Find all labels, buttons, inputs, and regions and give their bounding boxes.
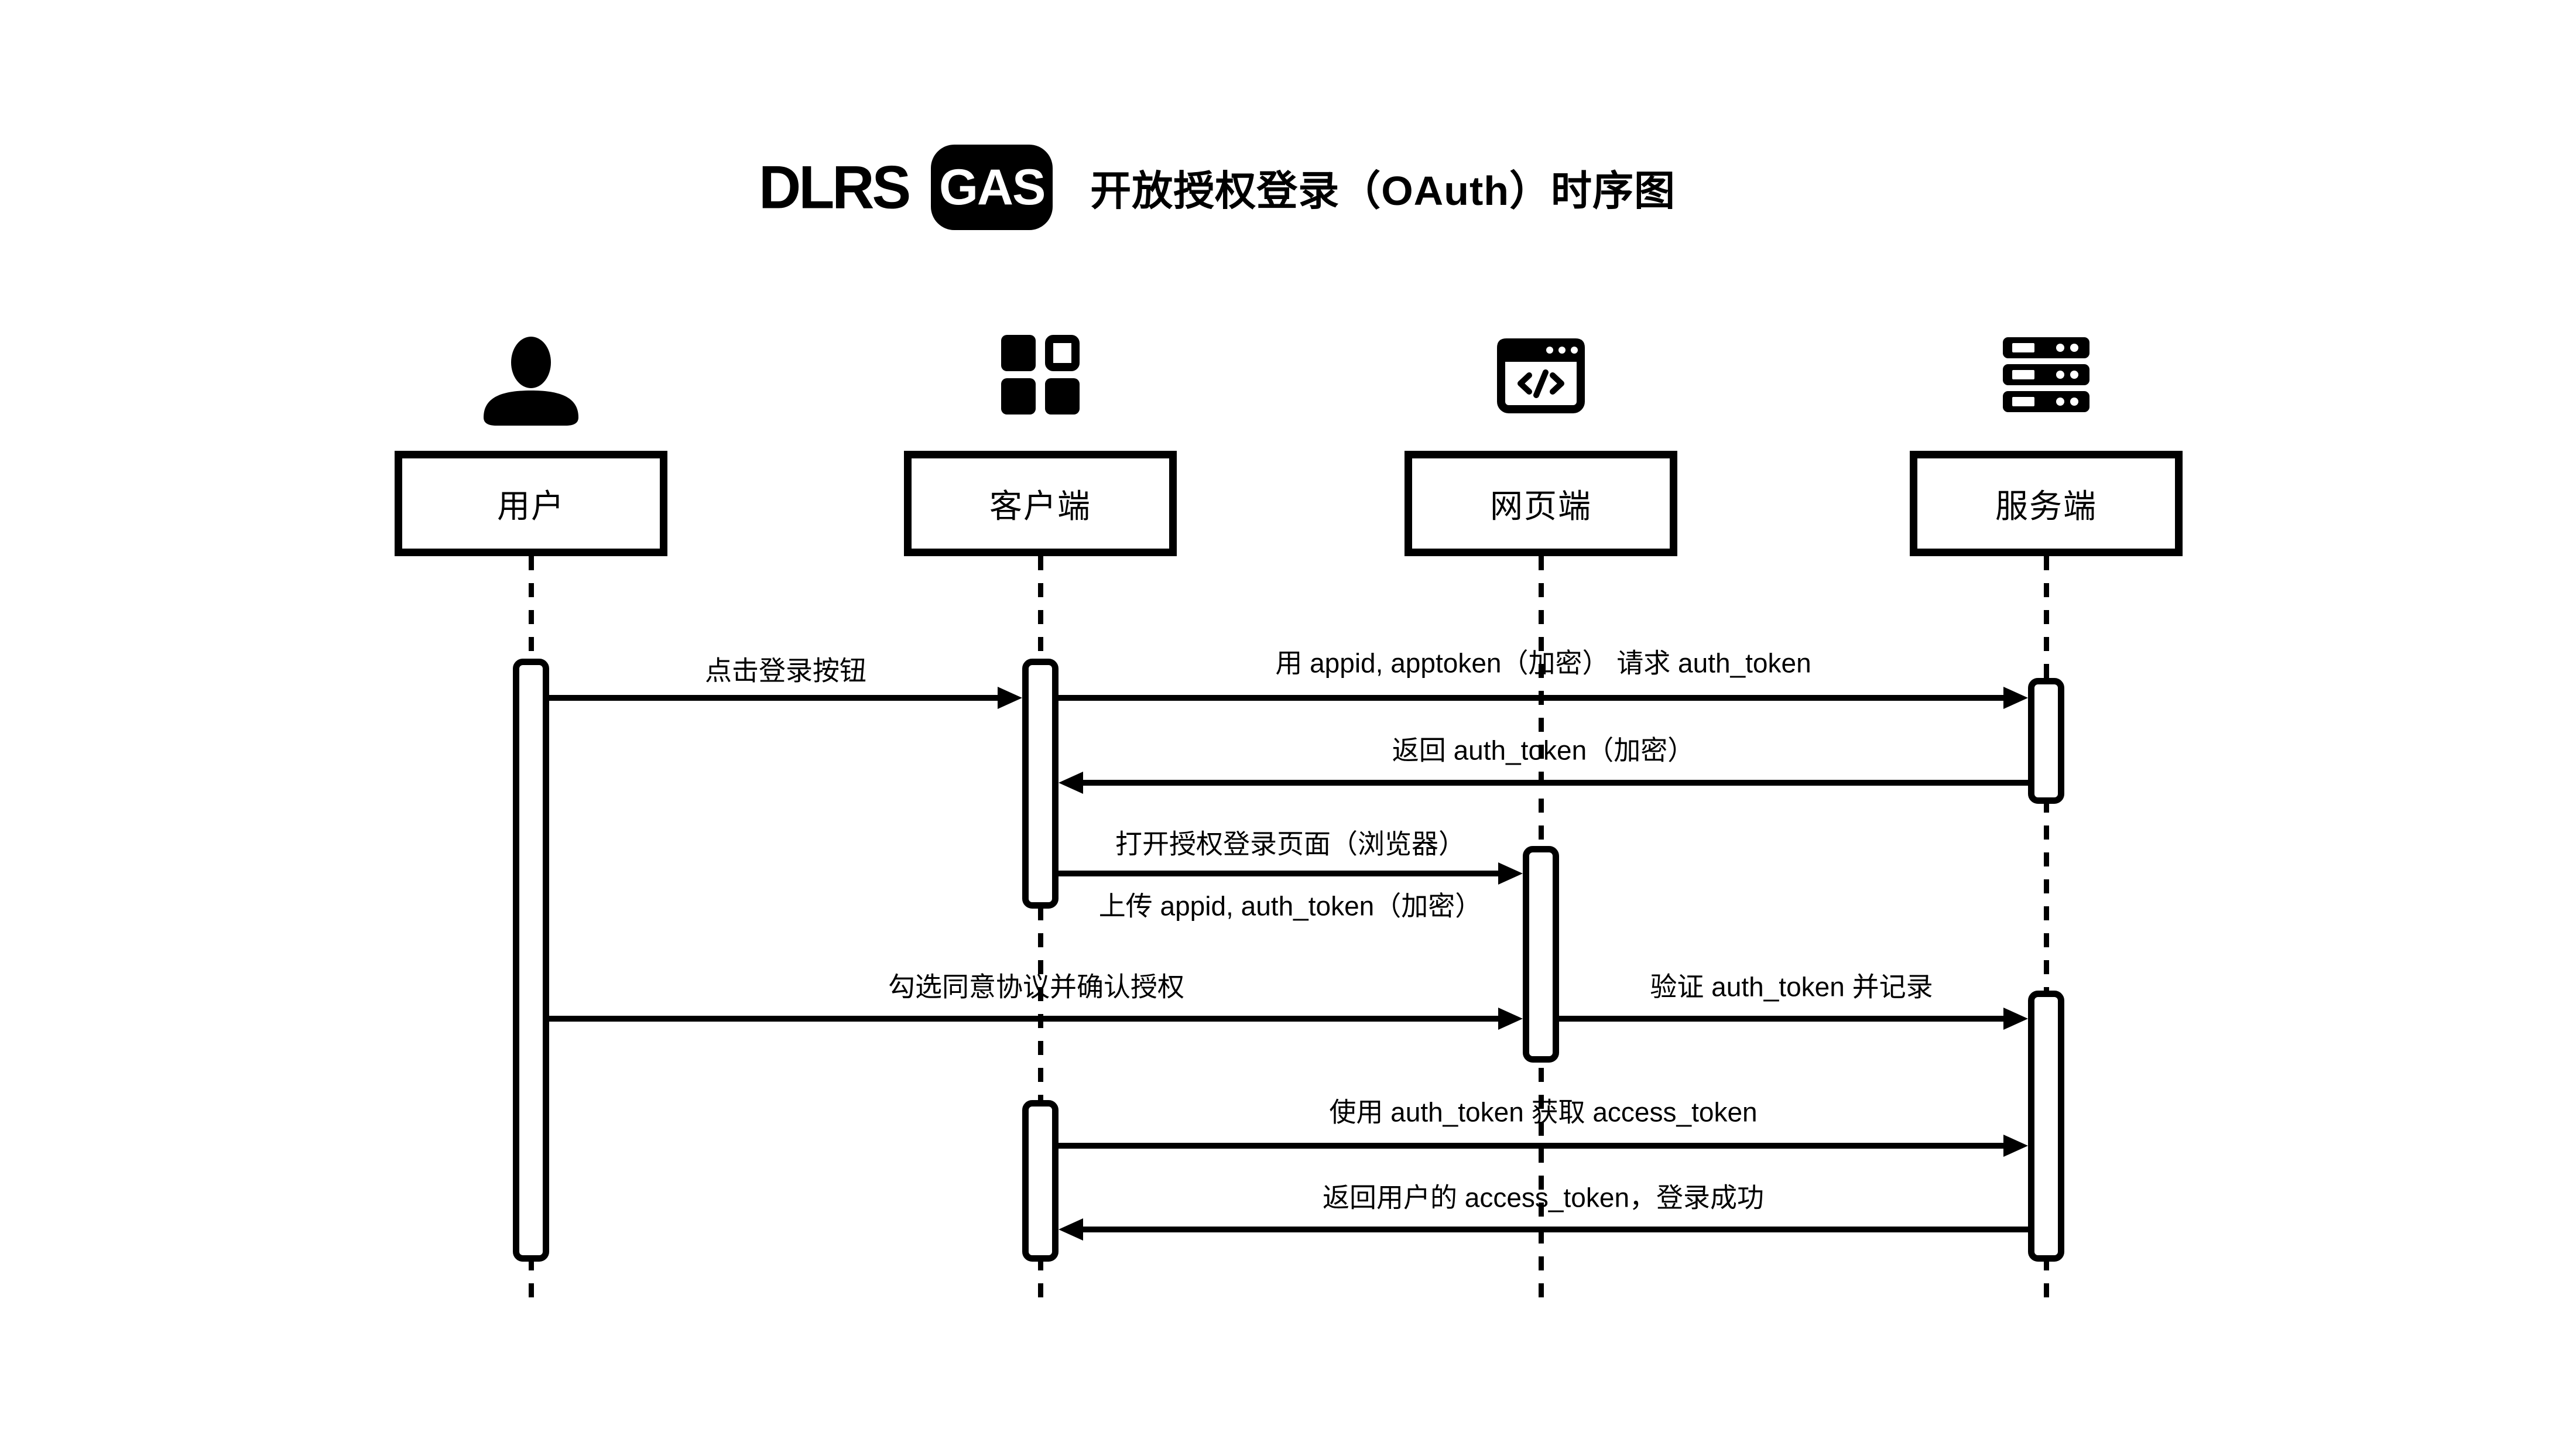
message-label: 验证 auth_token 并记录 xyxy=(1650,971,1933,1002)
page-title: 开放授权登录（OAuth）时序图 xyxy=(1090,167,1676,214)
server-rack-icon xyxy=(2003,337,2089,412)
message-label: 点击登录按钮 xyxy=(705,655,866,686)
actor-label: 用户 xyxy=(497,487,565,525)
message-label: 使用 auth_token 获取 access_token xyxy=(1329,1097,1758,1128)
activation-client-1 xyxy=(1022,659,1059,909)
activation-server-1 xyxy=(2028,678,2064,804)
activation-client-2 xyxy=(1022,1100,1059,1262)
arrowhead-right-icon xyxy=(2003,1135,2028,1157)
message-line xyxy=(1059,695,2007,701)
message-label: 打开授权登录页面（浏览器） xyxy=(1115,828,1465,859)
arrowhead-right-icon xyxy=(1498,1008,1523,1030)
message-line xyxy=(549,695,1001,701)
arrowhead-left-icon xyxy=(1059,1218,1083,1241)
message-label: 返回用户的 access_token，登录成功 xyxy=(1322,1182,1765,1213)
person-icon xyxy=(484,337,578,426)
actor-label: 服务端 xyxy=(1995,487,2097,525)
message-label: 勾选同意协议并确认授权 xyxy=(888,971,1184,1002)
arrowhead-right-icon xyxy=(2003,1008,2028,1030)
activation-server-2 xyxy=(2028,991,2064,1262)
activation-user xyxy=(513,659,549,1262)
lifeline-server xyxy=(2044,556,2049,1308)
brand-badge: GAS xyxy=(931,145,1053,230)
message-line xyxy=(1559,1016,2007,1022)
lifeline-client xyxy=(1038,556,1043,1308)
arrowhead-right-icon xyxy=(2003,687,2028,709)
actor-label: 网页端 xyxy=(1490,487,1592,525)
actor-box-web: 网页端 xyxy=(1405,451,1677,556)
brand-wordmark: DLRS xyxy=(759,153,911,222)
browser-code-icon xyxy=(1497,338,1585,413)
actor-box-client: 客户端 xyxy=(904,451,1177,556)
app-grid-icon xyxy=(1001,335,1080,415)
actor-label: 客户端 xyxy=(989,487,1091,525)
brand-badge-label: GAS xyxy=(939,159,1046,215)
arrowhead-right-icon xyxy=(998,687,1022,709)
message-line xyxy=(1059,1143,2007,1149)
message-label: 用 appid, apptoken（加密） 请求 auth_token xyxy=(1275,648,1811,679)
message-line xyxy=(549,1016,1502,1022)
actor-box-server: 服务端 xyxy=(1910,451,2183,556)
message-line xyxy=(1059,871,1502,876)
arrowhead-left-icon xyxy=(1059,772,1083,794)
diagram-title: DLRS GAS 开放授权登录（OAuth）时序图 xyxy=(759,143,1676,231)
activation-web xyxy=(1523,846,1559,1063)
arrowhead-right-icon xyxy=(1498,862,1523,885)
message-label: 返回 auth_token（加密） xyxy=(1392,735,1695,766)
actor-box-user: 用户 xyxy=(395,451,667,556)
message-label-below: 上传 appid, auth_token（加密） xyxy=(1098,890,1482,922)
message-line xyxy=(1081,780,2028,786)
message-line xyxy=(1081,1227,2028,1232)
